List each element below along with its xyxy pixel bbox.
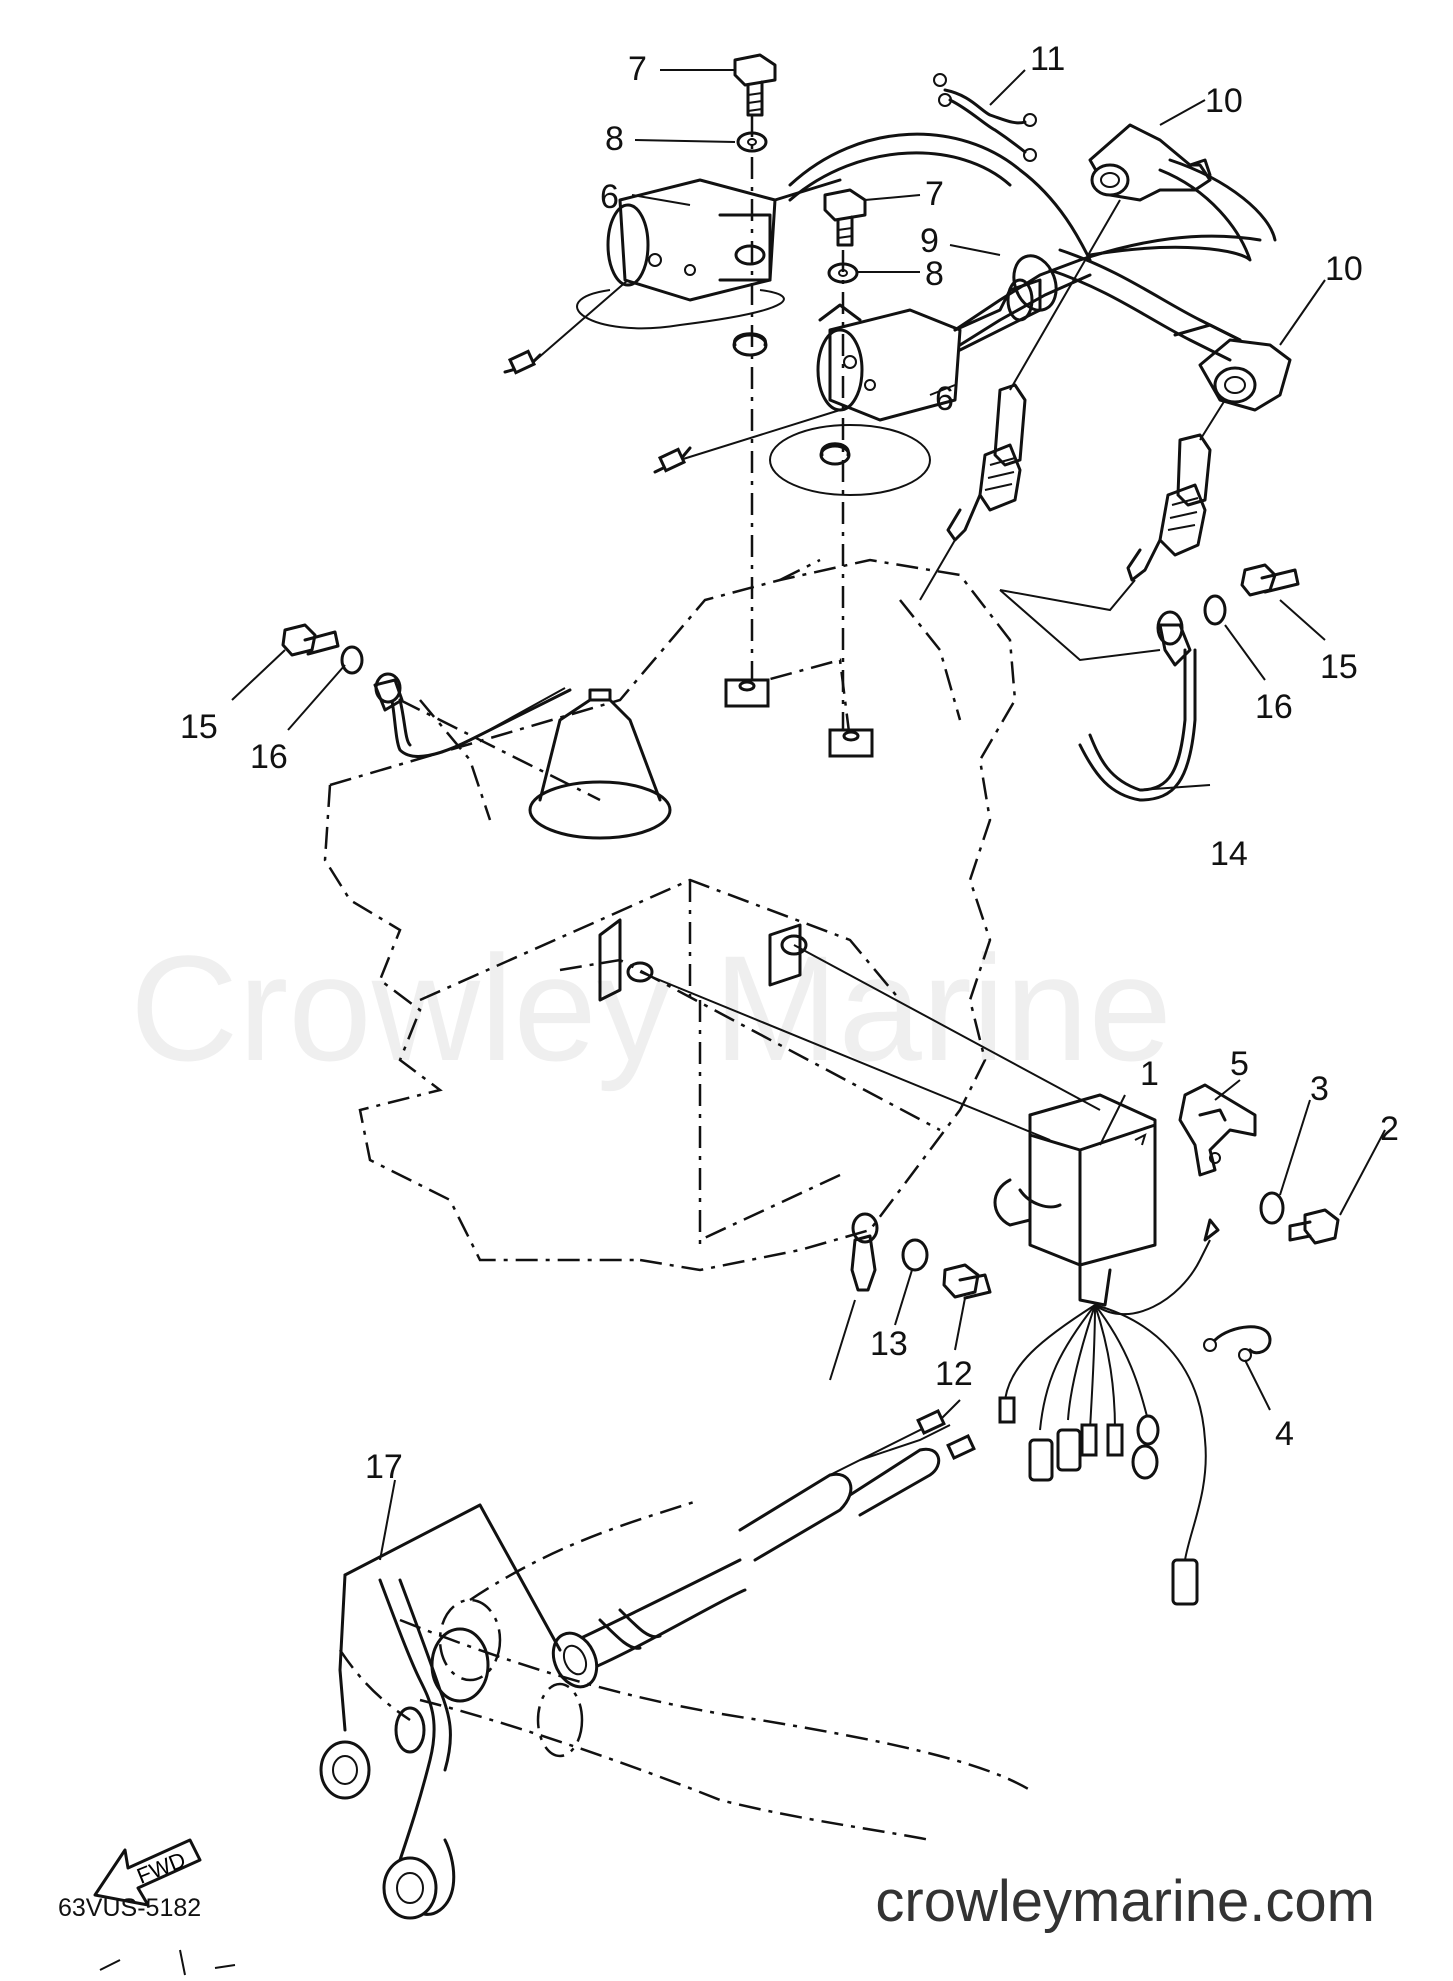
lower-cable — [551, 1399, 976, 1689]
callout-15b: 15 — [1320, 648, 1358, 686]
washer-left — [340, 645, 364, 675]
callout-3: 3 — [1310, 1070, 1329, 1108]
bolt-upper — [733, 53, 777, 117]
cdi-washer — [1259, 1191, 1285, 1225]
callout-10b: 10 — [1325, 250, 1363, 288]
small-washer — [901, 1238, 929, 1272]
plug-cap-lower — [1173, 323, 1292, 412]
coil-clips — [576, 289, 931, 496]
wire-clamp — [933, 73, 1037, 162]
engine-block-outline — [323, 558, 1017, 1272]
callout-8b: 8 — [925, 255, 944, 293]
plug-guide-right — [999, 589, 1161, 662]
spark-plug-right — [999, 399, 1226, 612]
ignition-coil-upper — [606, 178, 842, 302]
small-bolt — [942, 1263, 992, 1300]
callout-8a: 8 — [605, 120, 624, 158]
bottom-marks — [99, 1949, 236, 1976]
callout-6a: 6 — [600, 178, 619, 216]
high-tension-lead — [788, 132, 1277, 362]
callout-4: 4 — [1275, 1415, 1294, 1453]
ground-terminal — [829, 1212, 879, 1381]
callout-12: 12 — [935, 1355, 973, 1393]
callout-7b: 7 — [925, 175, 944, 213]
callout-17: 17 — [365, 1448, 403, 1486]
bolt-left — [281, 623, 340, 657]
cdi-bolt — [1288, 1208, 1340, 1245]
callout-10a: 10 — [1205, 82, 1243, 120]
engine-flywheel — [528, 688, 672, 840]
ground-lead-right — [1078, 610, 1197, 802]
guide-lines — [750, 115, 845, 730]
cdi-unit — [993, 1093, 1157, 1307]
cdi-leads — [998, 1218, 1220, 1606]
website-label[interactable]: crowleymarine.com — [875, 1869, 1375, 1934]
cdi-bracket — [1178, 1083, 1257, 1177]
mounting-bosses — [598, 678, 874, 1002]
coil-primary-leads — [503, 279, 841, 474]
callout-16b: 16 — [1255, 688, 1293, 726]
cdi-guide-lines — [639, 944, 1101, 1141]
washer-right — [1203, 594, 1227, 626]
lower-casing-outline — [338, 1498, 1031, 1842]
callout-9: 9 — [920, 222, 939, 260]
ground-lead-left — [373, 672, 601, 802]
callout-5: 5 — [1230, 1045, 1249, 1083]
callout-14: 14 — [1210, 835, 1248, 873]
plug-cap-upper — [1088, 123, 1212, 202]
spark-plug-left — [919, 199, 1121, 601]
callout-6b: 6 — [935, 380, 954, 418]
bolt-lower — [823, 188, 867, 247]
bolt-right — [1240, 563, 1300, 597]
leader-lines — [231, 69, 1386, 1561]
lower-bracket — [319, 1503, 562, 1920]
callout-11: 11 — [1030, 40, 1065, 78]
callout-16a: 16 — [250, 738, 288, 776]
callout-13: 13 — [870, 1325, 908, 1363]
callout-7a: 7 — [628, 50, 647, 88]
callout-2: 2 — [1380, 1110, 1399, 1148]
callouts: 1 2 3 4 5 6 6 7 7 8 8 9 10 10 11 12 13 1… — [180, 40, 1399, 1486]
cable-clip — [1203, 1325, 1272, 1362]
part-code: 63VUS-5182 — [58, 1894, 202, 1922]
callout-15a: 15 — [180, 708, 218, 746]
watermark-text: Crowley Marine — [130, 924, 1172, 1092]
callout-1: 1 — [1140, 1055, 1159, 1093]
